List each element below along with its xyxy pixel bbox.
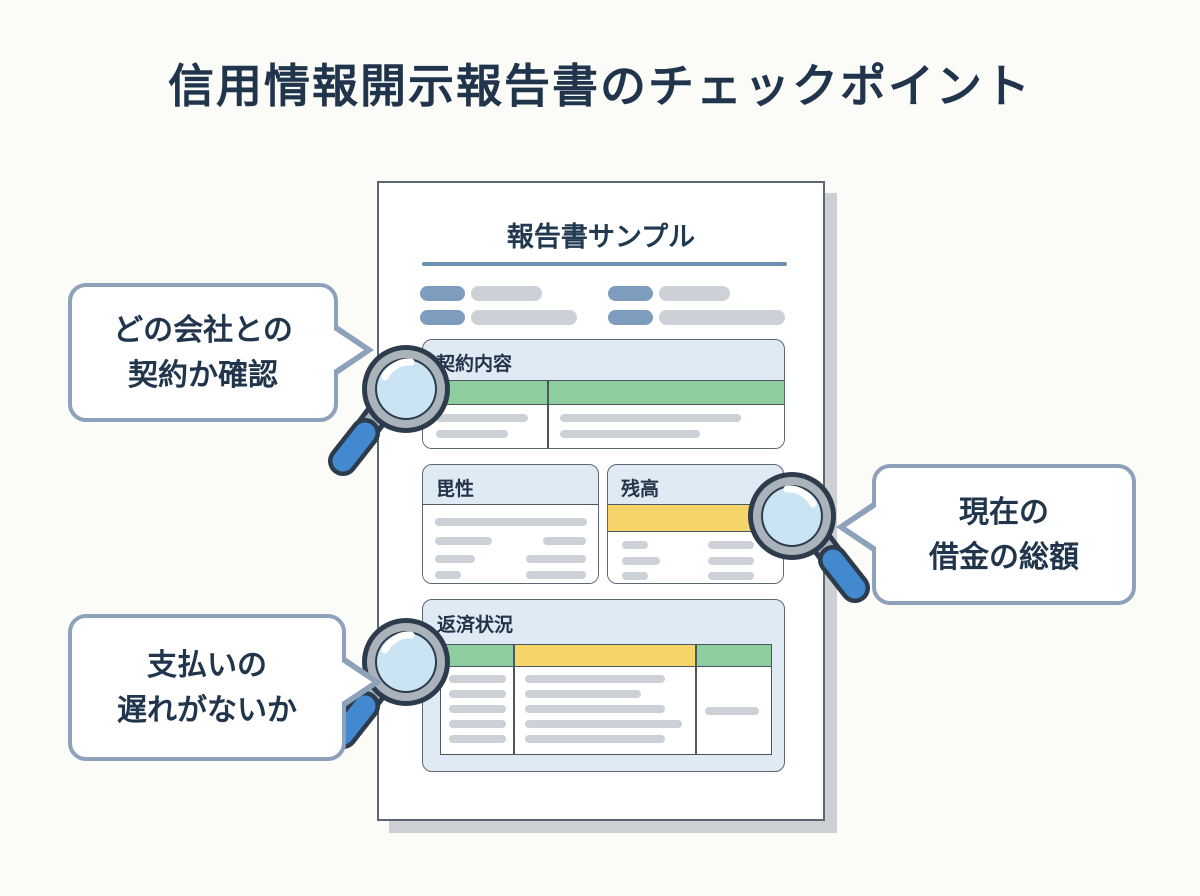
placeholder-bar xyxy=(435,537,492,545)
section-repayment: 返済状況 xyxy=(422,599,785,772)
placeholder-bar xyxy=(560,430,700,438)
callout-pointer xyxy=(334,330,364,370)
column-divider xyxy=(695,645,697,754)
callout-pointer xyxy=(342,662,372,702)
repayment-table xyxy=(440,644,772,755)
callout-line: 契約か確認 xyxy=(128,357,278,393)
placeholder-bar xyxy=(705,707,759,715)
table-header-cell xyxy=(695,645,771,667)
section-contract-label: 契約内容 xyxy=(436,353,513,375)
table-header-row xyxy=(423,381,784,405)
field-pill xyxy=(420,310,465,325)
placeholder-bar xyxy=(622,572,648,580)
placeholder-bar xyxy=(449,690,506,698)
placeholder-bar xyxy=(526,571,586,579)
callout-line: 借金の総額 xyxy=(929,539,1079,575)
placeholder-bar xyxy=(435,571,461,579)
placeholder-bar xyxy=(708,557,754,565)
placeholder-bar xyxy=(471,310,577,325)
placeholder-bar xyxy=(449,720,506,728)
placeholder-bar xyxy=(543,537,586,545)
placeholder-bar xyxy=(526,555,586,563)
section-contract: 契約内容 xyxy=(422,339,785,449)
placeholder-bar xyxy=(560,414,741,422)
placeholder-bar xyxy=(525,720,682,728)
section-attribute: 毘性 xyxy=(422,464,599,584)
placeholder-bar xyxy=(435,518,587,526)
report-document: 報告書サンプル 契約内容 毘性 xyxy=(377,181,825,821)
section-balance-label: 残高 xyxy=(621,478,660,500)
callout-repayment: 支払いの 遅れがないか xyxy=(68,614,382,761)
callout-line: 遅れがないか xyxy=(117,692,297,728)
placeholder-bar xyxy=(525,690,641,698)
placeholder-bar xyxy=(525,735,665,743)
callout-balance: 現在の 借金の総額 xyxy=(836,464,1136,605)
contract-table xyxy=(423,380,784,448)
placeholder-bar xyxy=(659,286,730,301)
placeholder-bar xyxy=(708,541,754,549)
placeholder-bar xyxy=(659,310,785,325)
placeholder-bar xyxy=(708,572,754,580)
column-divider xyxy=(547,381,549,448)
field-pill xyxy=(608,286,653,301)
callout-pointer xyxy=(846,507,876,547)
placeholder-bar xyxy=(436,414,528,422)
magnifying-glass-icon xyxy=(328,345,450,476)
magnifying-glass-icon xyxy=(328,618,450,749)
magnifying-glass-icon xyxy=(748,472,870,603)
placeholder-bar xyxy=(622,541,648,549)
placeholder-bar xyxy=(435,555,475,563)
table-header-cell xyxy=(513,645,695,667)
placeholder-bar xyxy=(449,675,506,683)
placeholder-bar xyxy=(525,675,665,683)
column-divider xyxy=(513,645,515,754)
field-pill xyxy=(608,310,653,325)
header-rule xyxy=(422,262,787,266)
placeholder-bar xyxy=(449,735,506,743)
section-attribute-label: 毘性 xyxy=(436,478,475,500)
document-title: 報告書サンプル xyxy=(506,222,696,253)
placeholder-bar xyxy=(449,705,506,713)
placeholder-bar xyxy=(622,557,660,565)
table-header-cell xyxy=(441,645,513,667)
callout-contract: どの会社との 契約か確認 xyxy=(68,283,374,422)
callout-line: どの会社との xyxy=(113,312,293,348)
field-pill xyxy=(420,286,465,301)
callout-line: 現在の xyxy=(959,494,1049,530)
placeholder-bar xyxy=(525,705,665,713)
page-title: 信用情報開示報告書のチェックポイント xyxy=(168,59,1032,113)
placeholder-bar xyxy=(471,286,542,301)
placeholder-bar xyxy=(436,430,508,438)
callout-line: 支払いの xyxy=(147,647,267,683)
section-repayment-label: 返済状況 xyxy=(437,614,514,636)
